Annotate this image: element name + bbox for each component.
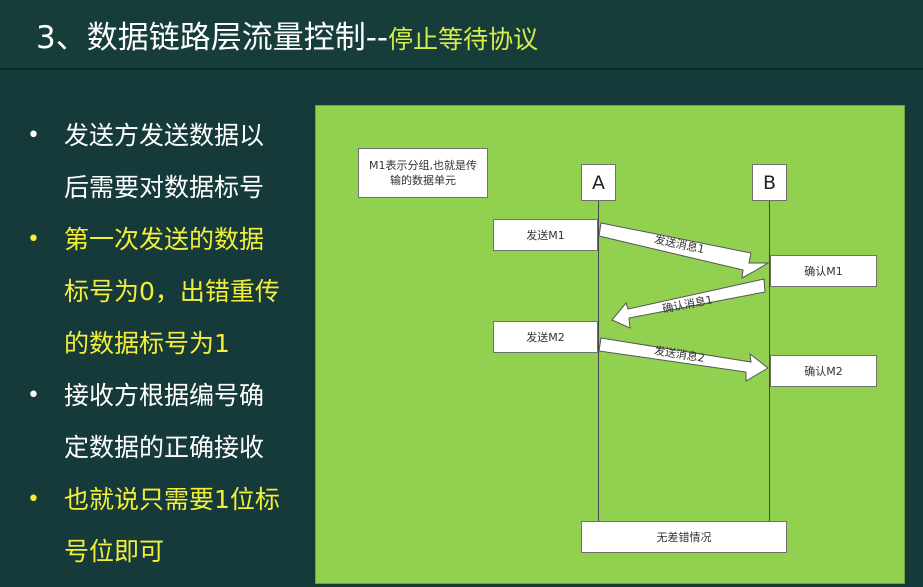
title-main: 3、数据链路层流量控制-- bbox=[36, 20, 389, 56]
bullet-item: • 也就说只需要1位标 号位即可 bbox=[22, 474, 322, 578]
bullet-line: 发送方发送数据以 bbox=[64, 121, 265, 150]
arrows-layer bbox=[598, 222, 770, 382]
footer-box: 无差错情况 bbox=[581, 521, 787, 553]
arrow-message-2 bbox=[598, 337, 769, 382]
bullet-list: • 发送方发送数据以 后需要对数据标号 • 第一次发送的数据 标号为0，出错重传… bbox=[22, 110, 322, 578]
lane-b-box: B bbox=[752, 164, 787, 201]
title-bar bbox=[0, 0, 923, 68]
bullet-dot: • bbox=[27, 227, 40, 252]
bullet-line: 第一次发送的数据 bbox=[64, 225, 265, 254]
confirm-m1-box: 确认M1 bbox=[770, 255, 877, 287]
sequence-diagram: M1表示分组,也就是传输的数据单元 A B 发送M1 确认M1 发送M2 确认M… bbox=[315, 105, 905, 584]
bullet-dot: • bbox=[27, 487, 40, 512]
bullet-line: 也就说只需要1位标 bbox=[64, 485, 280, 514]
send-m2-box: 发送M2 bbox=[493, 321, 598, 353]
bullet-line: 的数据标号为1 bbox=[64, 329, 230, 358]
bullet-item: • 接收方根据编号确 定数据的正确接收 bbox=[22, 370, 322, 474]
lane-a-box: A bbox=[581, 164, 616, 201]
note-box: M1表示分组,也就是传输的数据单元 bbox=[358, 148, 488, 198]
page-title: 3、数据链路层流量控制--停止等待协议 bbox=[36, 12, 538, 57]
lifeline-a bbox=[598, 201, 599, 523]
bullet-line: 后需要对数据标号 bbox=[64, 173, 265, 202]
bullet-line: 接收方根据编号确 bbox=[64, 381, 265, 410]
arrow-ack-1 bbox=[611, 278, 766, 329]
bullet-item: • 发送方发送数据以 后需要对数据标号 bbox=[22, 110, 322, 214]
arrow-message-1 bbox=[598, 222, 770, 279]
title-separator bbox=[0, 68, 923, 70]
bullet-item: • 第一次发送的数据 标号为0，出错重传 的数据标号为1 bbox=[22, 214, 322, 370]
bullet-dot: • bbox=[27, 383, 40, 408]
confirm-m2-box: 确认M2 bbox=[770, 355, 877, 387]
bullet-line: 定数据的正确接收 bbox=[64, 433, 265, 462]
lifeline-b bbox=[769, 201, 770, 523]
bullet-line: 标号为0，出错重传 bbox=[64, 277, 280, 306]
bullet-line: 号位即可 bbox=[64, 537, 165, 566]
title-sub: 停止等待协议 bbox=[388, 25, 539, 54]
bullet-dot: • bbox=[27, 123, 40, 148]
send-m1-box: 发送M1 bbox=[493, 219, 598, 251]
